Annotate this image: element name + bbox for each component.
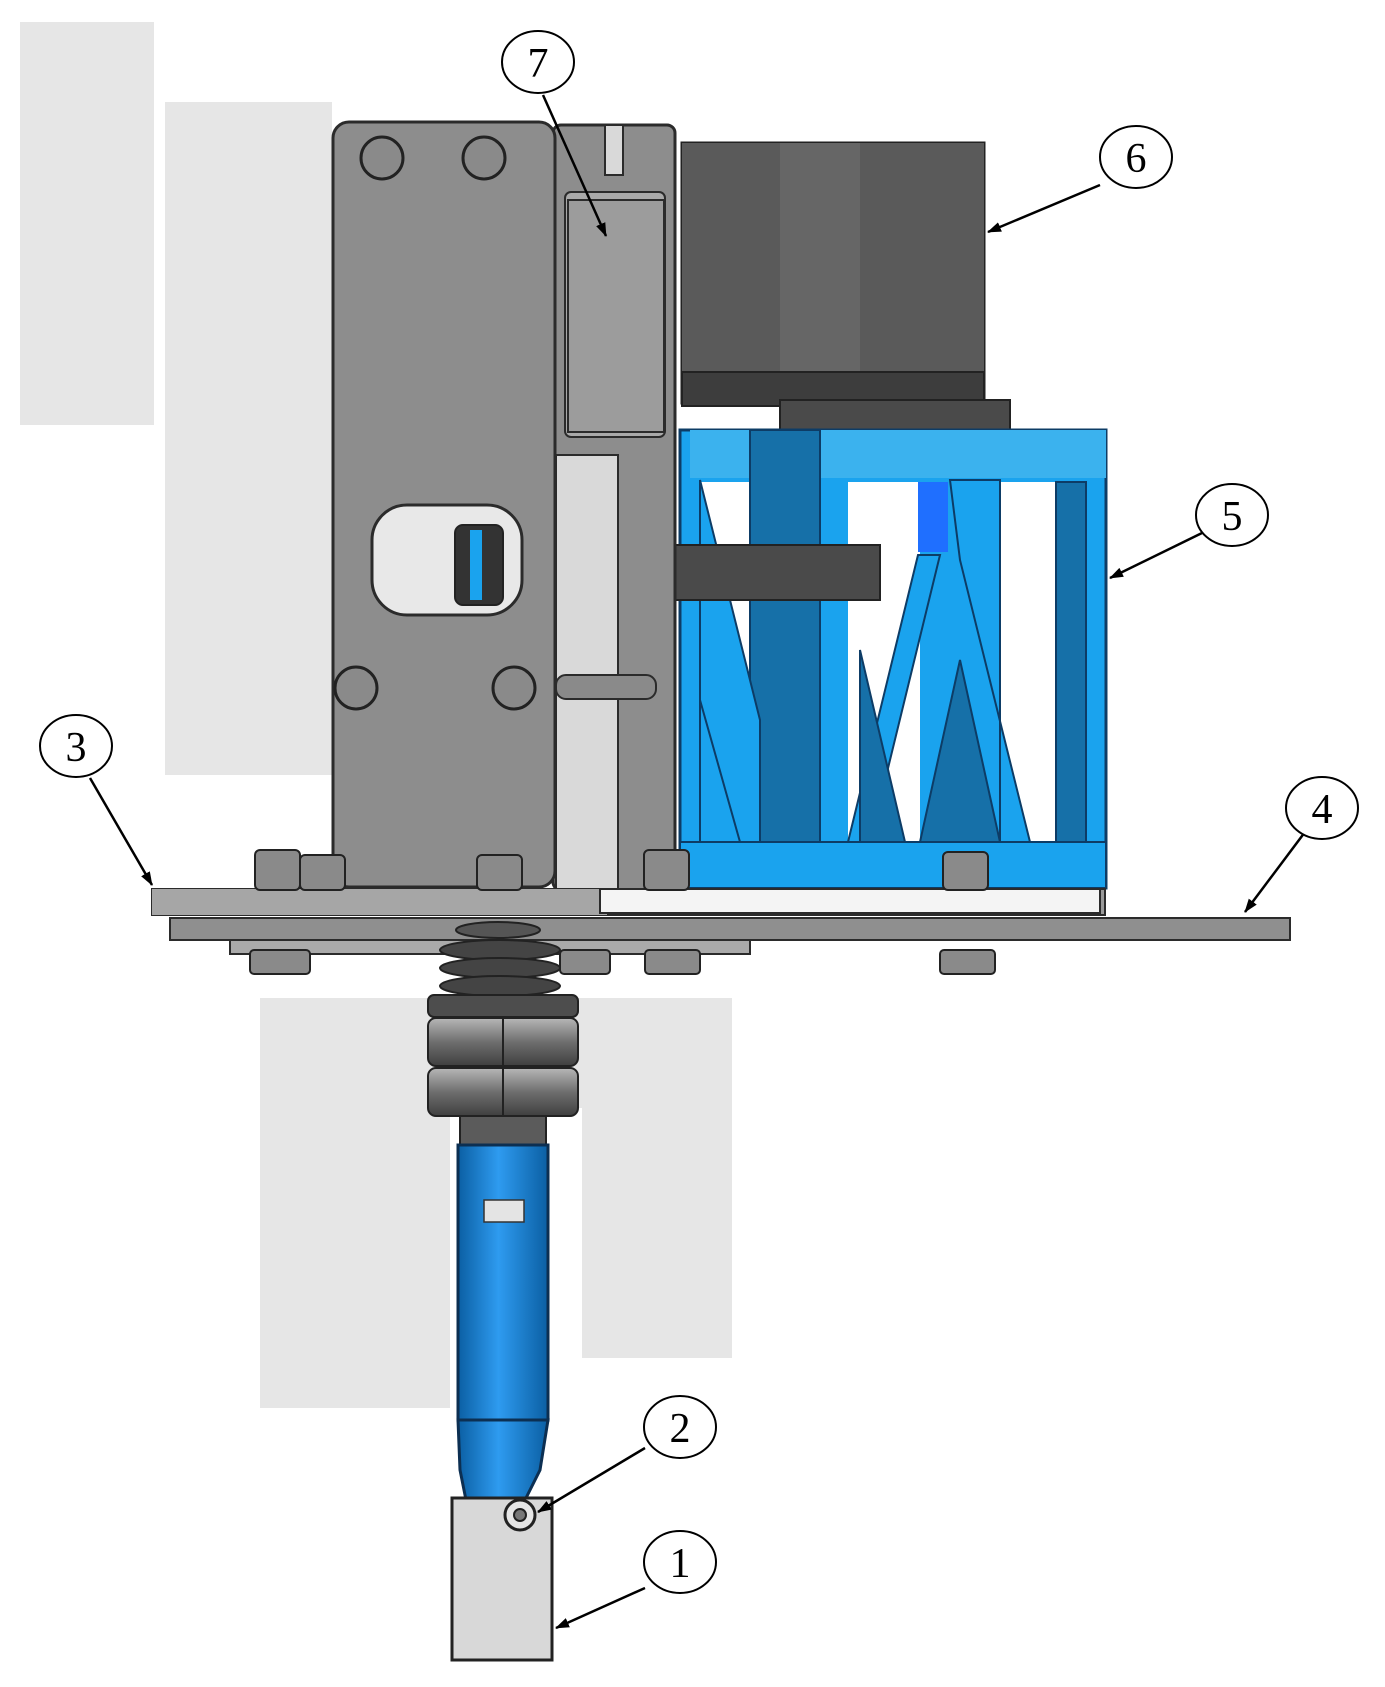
callout-circle-6: [1099, 125, 1173, 189]
callout-label-4: 4: [1312, 787, 1333, 833]
callout-circle-3: [39, 714, 113, 778]
blue-tool-rod: [456, 1143, 550, 1532]
callout-circle-2: [643, 1395, 717, 1459]
callout-circles: [39, 30, 1359, 1594]
callout-label-1: 1: [670, 1541, 691, 1587]
callout-circle-4: [1285, 776, 1359, 840]
leader-arrow-6: [987, 183, 1101, 234]
leader-arrow-4: [1244, 831, 1306, 913]
callout-circle-5: [1195, 483, 1269, 547]
leader-arrow-1: [555, 1586, 646, 1630]
callout-label-5: 5: [1222, 494, 1243, 540]
sensor-block: [567, 199, 665, 433]
callout-labels: 1 2 3 4 5 6 7: [66, 41, 1333, 1587]
front-mounting-plate: [331, 120, 557, 889]
callout-label-7: 7: [528, 41, 549, 87]
leader-arrow-5: [1109, 531, 1203, 580]
callout-label-2: 2: [670, 1406, 691, 1452]
leader-arrow-2: [537, 1446, 646, 1514]
callout-circle-1: [643, 1530, 717, 1594]
tool-tip-block: [450, 1496, 554, 1662]
leader-arrow-3: [88, 777, 154, 886]
callout-label-3: 3: [66, 725, 87, 771]
stepper-motor: [680, 141, 1011, 431]
leader-arrows: [88, 94, 1306, 1630]
callout-circle-7: [501, 30, 575, 94]
leader-arrow-7: [541, 94, 608, 237]
spring-and-nut-stack: [427, 921, 579, 1147]
callout-label-6: 6: [1126, 136, 1147, 182]
pivot-pin: [503, 1498, 537, 1532]
blue-support-frame: [674, 428, 1108, 890]
